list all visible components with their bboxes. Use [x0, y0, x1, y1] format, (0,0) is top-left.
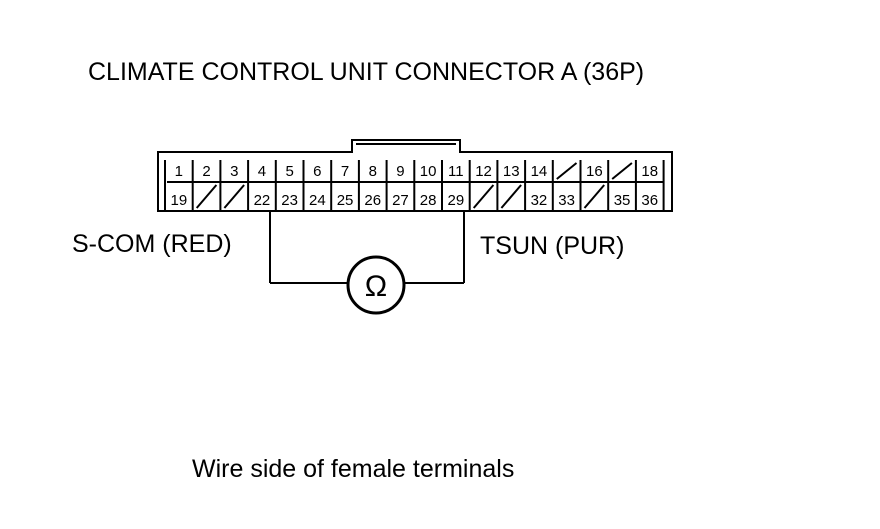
pin-label: 33: [558, 192, 575, 209]
pin-label: 24: [309, 192, 326, 209]
pin-label: 16: [586, 163, 603, 180]
pin-label: 25: [337, 192, 354, 209]
pin-label: 28: [420, 192, 437, 209]
pin-label: 11: [448, 163, 464, 180]
connector-housing: [157, 139, 673, 212]
pin-label: 23: [281, 192, 298, 209]
empty-cavity-mark: [583, 184, 605, 209]
empty-cavity-mark: [223, 184, 245, 209]
empty-cavity-mark: [472, 184, 495, 209]
meter-wiring: [269, 211, 465, 315]
empty-cavity-mark: [611, 162, 633, 180]
empty-cavity-mark: [500, 184, 522, 209]
footer-note: Wire side of female terminals: [192, 455, 514, 483]
pin-label: 12: [475, 163, 492, 180]
pin-label: 19: [171, 192, 188, 209]
pin-label: 9: [396, 163, 404, 180]
ohm-symbol: Ω: [365, 270, 387, 303]
pin-label: 29: [448, 192, 465, 209]
pin-label: 1: [175, 163, 183, 180]
pin-label: 8: [369, 163, 377, 180]
empty-cavity-mark: [556, 162, 578, 180]
probe-left-label: S-COM (RED): [72, 230, 232, 258]
pin-label: 14: [531, 163, 548, 180]
pin-label: 10: [420, 163, 437, 180]
pin-label: 36: [641, 192, 658, 209]
pin-label: 27: [392, 192, 409, 209]
pin-label: 3: [230, 163, 238, 180]
pin-label: 35: [614, 192, 631, 209]
pin-label: 2: [202, 163, 210, 180]
probe-right-label: TSUN (PUR): [480, 232, 624, 260]
pin-label: 5: [285, 163, 293, 180]
pin-label: 18: [641, 163, 658, 180]
pin-label: 22: [254, 192, 271, 209]
diagram-title: CLIMATE CONTROL UNIT CONNECTOR A (36P): [88, 58, 644, 86]
pin-label: 26: [364, 192, 381, 209]
empty-cavity-mark: [195, 184, 218, 209]
pin-label: 13: [503, 163, 520, 180]
pin-label: 7: [341, 163, 349, 180]
connector-body: [157, 139, 673, 212]
pin-label: 6: [313, 163, 321, 180]
pin-label: 32: [531, 192, 548, 209]
pin-label: 4: [258, 163, 266, 180]
ohmmeter-icon: [346, 255, 406, 315]
